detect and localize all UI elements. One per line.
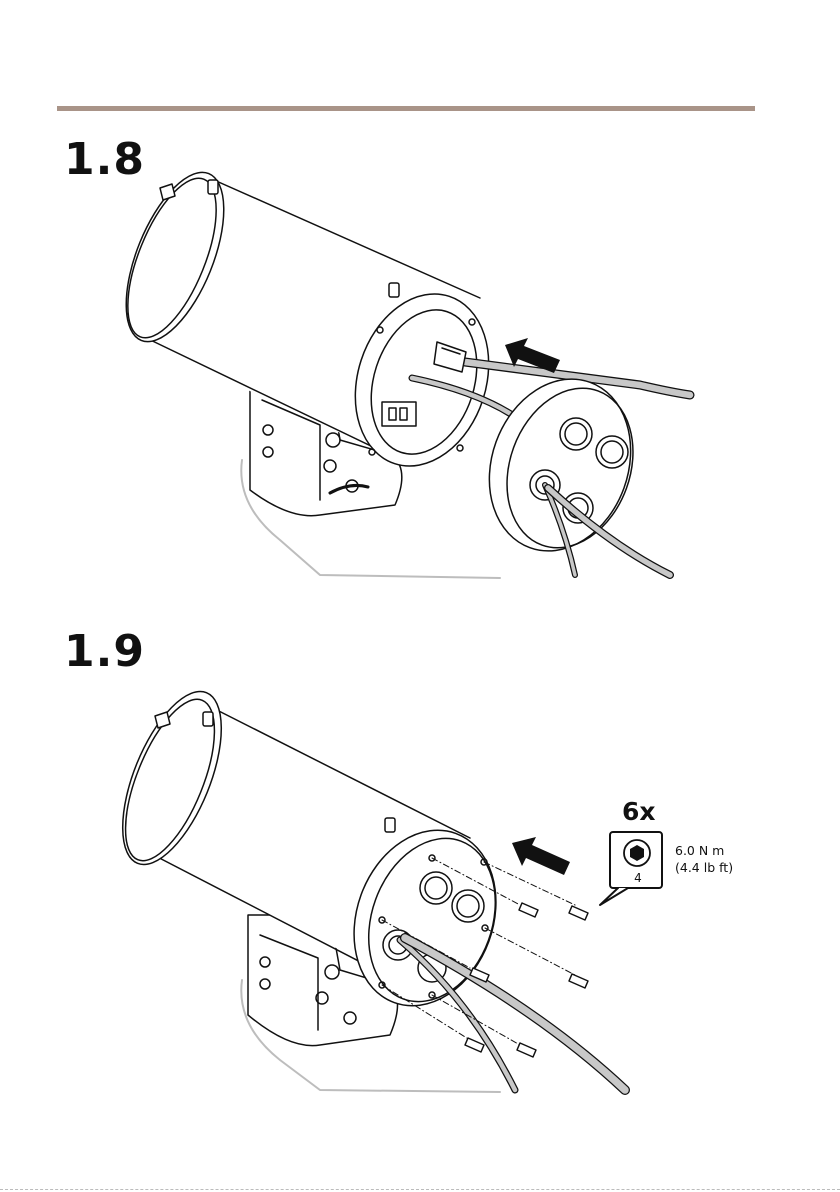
illustration-fasten-cover — [0, 690, 840, 1100]
section-divider — [57, 106, 755, 111]
illustration-connect-cables — [0, 160, 840, 590]
fastener-count: 6x — [622, 797, 656, 826]
tool-size-label: 4 — [632, 871, 644, 885]
torque-imperial: (4.4 lb ft) — [675, 859, 733, 876]
torque-metric: 6.0 N m — [675, 842, 733, 859]
arrow-icon — [512, 837, 570, 875]
step-number-1-9: 1.9 — [64, 630, 145, 674]
torque-spec: 6.0 N m (4.4 lb ft) — [675, 842, 733, 876]
page-bottom-edge — [0, 1189, 840, 1190]
